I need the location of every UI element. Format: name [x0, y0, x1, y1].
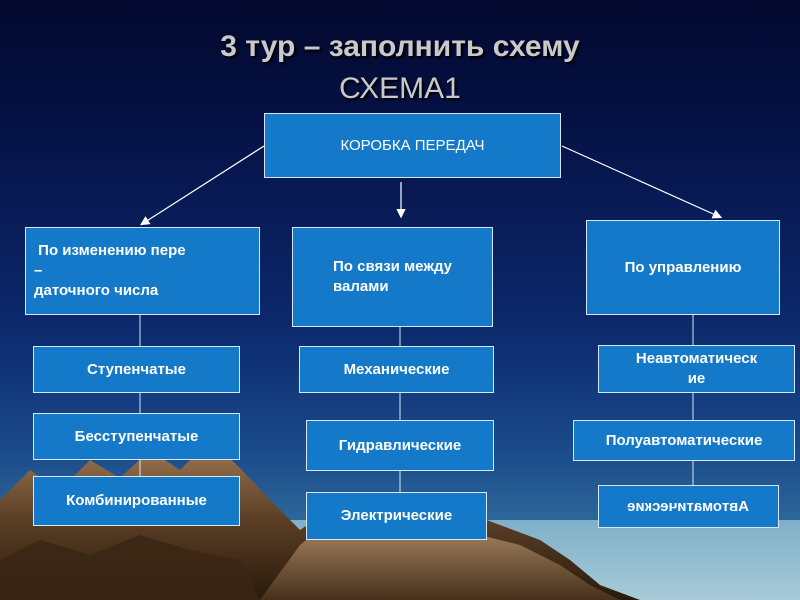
- leaf-box-non-automatic: Неавтоматическ ие: [598, 345, 795, 393]
- branch-box-gear-ratio: По изменению пере – даточного числа: [25, 227, 260, 315]
- leaf-box-electric: Электрические: [306, 492, 487, 540]
- leaf-box-automatic: Автоматические: [598, 485, 779, 528]
- leaf-label-hydraulic: Гидравлические: [339, 436, 461, 456]
- leaf-box-combined: Комбинированные: [33, 476, 240, 526]
- leaf-label-mechanical: Механические: [344, 360, 450, 380]
- branch-box-control: По управлению: [586, 220, 780, 315]
- root-label: КОРОБКА ПЕРЕДАЧ: [340, 136, 484, 156]
- leaf-box-mechanical: Механические: [299, 346, 494, 393]
- leaf-label-non-automatic: Неавтоматическ ие: [636, 349, 757, 389]
- branch-label-gear-ratio: По изменению пере – даточного числа: [34, 241, 186, 301]
- arrow-to-branch-3: [562, 146, 720, 217]
- leaf-label-automatic: Автоматические: [627, 497, 749, 517]
- branch-label-shaft-link: По связи между валами: [333, 257, 452, 297]
- leaf-label-electric: Электрические: [341, 506, 452, 526]
- arrow-to-branch-1: [142, 146, 264, 224]
- leaf-box-semi-automatic: Полуавтоматические: [573, 420, 795, 461]
- leaf-label-stepless: Бесступенчатые: [75, 427, 199, 447]
- leaf-label-combined: Комбинированные: [66, 491, 207, 511]
- leaf-box-stepped: Ступенчатые: [33, 346, 240, 393]
- root-box: КОРОБКА ПЕРЕДАЧ: [264, 113, 561, 178]
- leaf-label-stepped: Ступенчатые: [87, 360, 186, 380]
- leaf-box-hydraulic: Гидравлические: [306, 420, 494, 471]
- leaf-box-stepless: Бесступенчатые: [33, 413, 240, 460]
- branch-box-shaft-link: По связи между валами: [292, 227, 493, 327]
- branch-label-control: По управлению: [625, 258, 742, 278]
- leaf-label-semi-automatic: Полуавтоматические: [606, 431, 763, 451]
